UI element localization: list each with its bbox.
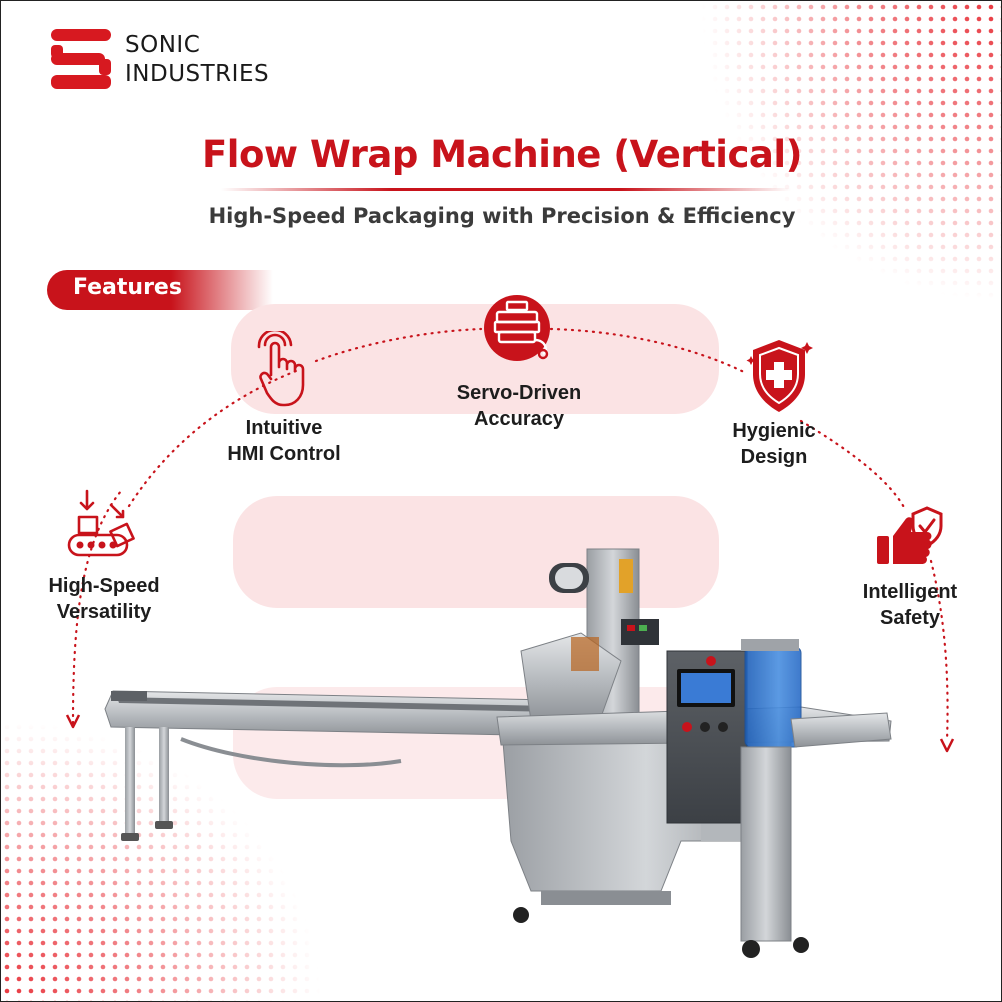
page-subtitle: High-Speed Packaging with Precision & Ef… [208, 204, 796, 228]
sonic-logo-icon [51, 29, 111, 89]
feature-label-line: Versatility [56, 601, 152, 623]
feature-hygienic-design: Hygienic Design [691, 418, 857, 470]
feature-label-line: HMI Control [227, 443, 341, 465]
feature-label-line: Intuitive [245, 417, 323, 439]
feature-label-line: Servo-Driven [456, 382, 582, 404]
brand-line-2: INDUSTRIES [125, 61, 270, 87]
title-divider [221, 188, 791, 191]
touch-icon [257, 331, 305, 407]
feature-label-line: Intelligent [862, 581, 958, 603]
background-blob-top [231, 304, 719, 414]
feature-intelligent-safety: Intelligent Safety [827, 579, 993, 631]
conveyor-icon [67, 489, 135, 557]
flow-wrap-machine-image [104, 548, 892, 958]
feature-label-line: High-Speed [48, 575, 160, 597]
feature-label-line: Design [740, 446, 808, 468]
features-label: Features [73, 275, 182, 300]
feature-high-speed-versatility: High-Speed Versatility [21, 573, 187, 625]
page-title: Flow Wrap Machine (Vertical) [202, 133, 802, 176]
feature-label-line: Safety [879, 607, 941, 629]
features-tag [47, 270, 273, 310]
feature-label-line: Hygienic [732, 420, 816, 442]
brand-name: SONIC INDUSTRIES [125, 31, 269, 89]
feature-servo-driven-accuracy: Servo-Driven Accuracy [431, 380, 607, 432]
servo-motor-icon [484, 295, 550, 361]
brand-line-1: SONIC [125, 32, 201, 58]
thumbs-up-shield-icon [877, 506, 943, 564]
shield-cross-icon [746, 340, 813, 412]
feature-label-line: Accuracy [473, 408, 565, 430]
feature-intuitive-hmi-control: Intuitive HMI Control [201, 415, 367, 467]
